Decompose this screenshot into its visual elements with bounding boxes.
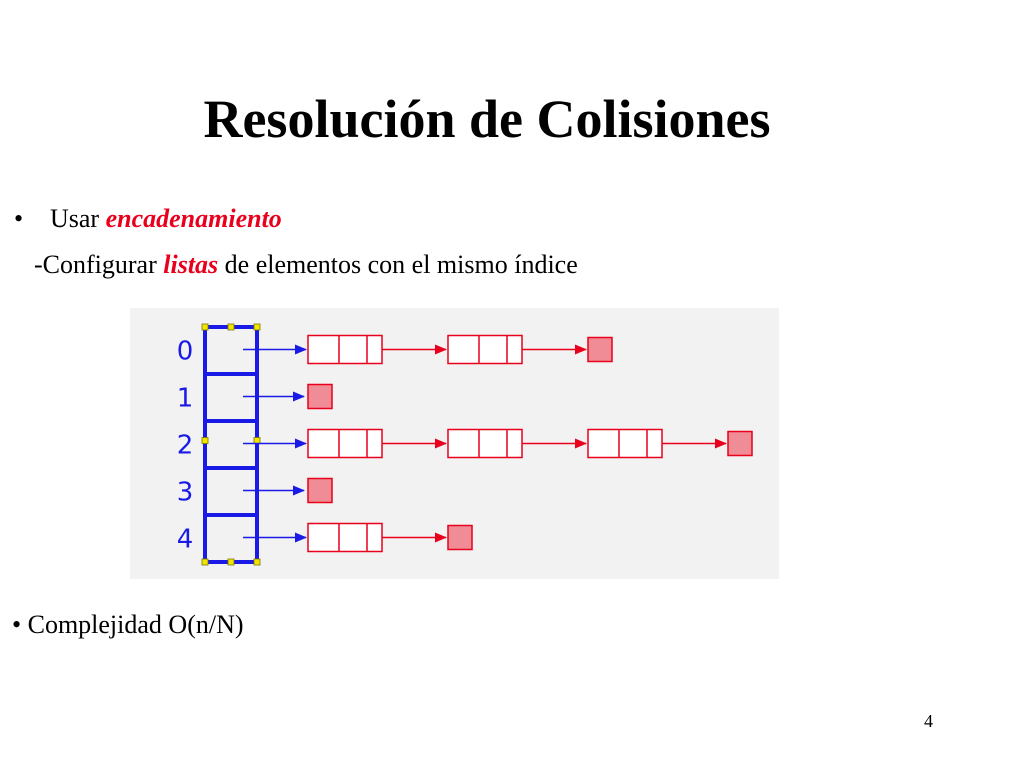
sub-bullet-emphasis: listas [163,250,219,279]
table-index-label: 4 [177,525,194,555]
null-terminator [587,336,613,363]
selection-handle [227,323,235,331]
table-index-label: 3 [177,478,194,508]
selection-handle [253,323,261,331]
selection-handle [253,437,261,444]
null-terminator [447,524,473,551]
list-node [307,428,383,459]
selection-handle [201,323,209,331]
list-node [447,428,523,459]
list-node [307,334,383,365]
sub-bullet-suffix: de elementos con el mismo índice [218,250,578,279]
bullet-usar-prefix: Usar [50,204,106,233]
null-terminator [727,430,753,457]
bullet-usar-emphasis: encadenamiento [105,204,282,233]
sub-bullet-prefix: -Configurar [34,250,164,279]
selection-handle [201,558,209,566]
selection-handle [201,437,209,444]
slide-title: Resolución de Colisiones [203,89,771,149]
bullet-complejidad: • Complejidad O(n/N) [12,610,244,639]
diagram-canvas: 0 1 2 3 4 [177,323,753,566]
null-terminator [307,383,333,410]
table-index-label: 0 [177,337,194,367]
sub-bullet-configurar: -Configurar listas de elementos con el m… [34,252,578,278]
hash-chaining-diagram: 0 1 2 3 4 [130,308,779,579]
bullet-marker: • [14,204,24,233]
null-terminator [307,477,333,504]
selection-handle [253,558,261,566]
selection-handle [227,558,235,566]
bullet-usar: • Usar encadenamiento [14,206,282,232]
table-index-label: 2 [177,431,194,461]
hash-table-column [203,325,259,564]
list-node [307,522,383,553]
list-node [587,428,663,459]
table-index-label: 1 [177,384,194,414]
page-number: 4 [924,711,933,731]
list-node [447,334,523,365]
